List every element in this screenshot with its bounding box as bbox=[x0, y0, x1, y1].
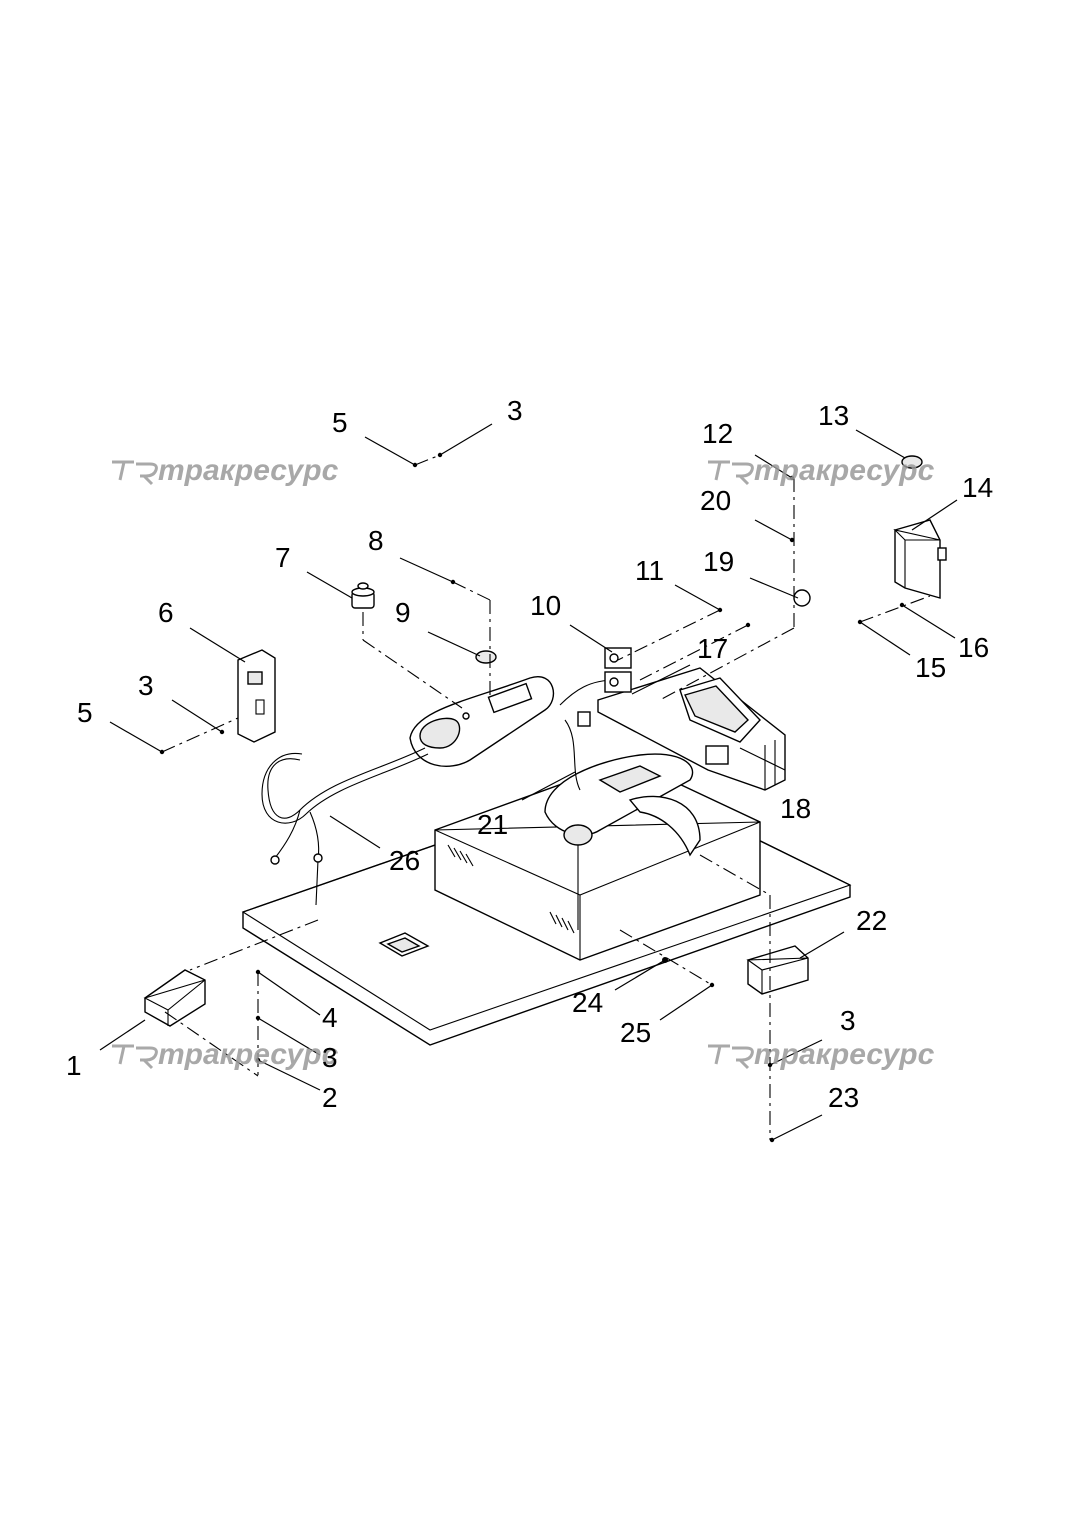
callout-4: 4 bbox=[322, 1002, 338, 1033]
callout-19: 19 bbox=[703, 546, 734, 577]
jr-logo-icon bbox=[708, 1044, 754, 1070]
callout-5: 5 bbox=[332, 407, 348, 438]
callout-21: 21 bbox=[477, 809, 508, 840]
callout-12: 12 bbox=[702, 418, 733, 449]
controller-bracket bbox=[597, 667, 786, 791]
callout-3: 3 bbox=[507, 395, 523, 426]
callout-8: 8 bbox=[368, 525, 384, 556]
cap-13 bbox=[901, 455, 923, 469]
callout-23: 23 bbox=[828, 1082, 859, 1113]
cap-9 bbox=[475, 650, 497, 664]
callout-18: 18 bbox=[780, 793, 811, 824]
switch-7 bbox=[351, 582, 375, 609]
callout-10: 10 bbox=[530, 590, 561, 621]
relay-bank-10 bbox=[604, 647, 632, 693]
callout-7: 7 bbox=[275, 542, 291, 573]
callout-5: 5 bbox=[77, 697, 93, 728]
callout-3: 3 bbox=[138, 670, 154, 701]
watermark-text: тракресурс bbox=[158, 454, 339, 487]
callout-6: 6 bbox=[158, 597, 174, 628]
callout-9: 9 bbox=[395, 597, 411, 628]
watermark-top-left: тракресурс bbox=[112, 454, 339, 487]
callout-11: 11 bbox=[635, 555, 664, 586]
jr-logo-icon bbox=[708, 460, 754, 486]
callout-20: 20 bbox=[700, 485, 731, 516]
wiring-harness-26 bbox=[261, 679, 616, 906]
callout-1: 1 bbox=[66, 1050, 82, 1081]
watermark-text: тракресурс bbox=[754, 454, 935, 487]
callout-2: 2 bbox=[322, 1082, 338, 1113]
display-panel-6 bbox=[237, 649, 276, 743]
module-box-14 bbox=[893, 519, 947, 599]
callout-17: 17 bbox=[697, 633, 728, 664]
callout-25: 25 bbox=[620, 1017, 651, 1048]
callout-26: 26 bbox=[389, 845, 420, 876]
box-22 bbox=[746, 945, 809, 995]
callout-15: 15 bbox=[915, 652, 946, 683]
callout-13: 13 bbox=[818, 400, 849, 431]
callout-22: 22 bbox=[856, 905, 887, 936]
jr-logo-icon bbox=[112, 460, 158, 486]
armrest-control bbox=[409, 675, 555, 767]
foot-pedal-1 bbox=[143, 969, 206, 1027]
buzzer-19 bbox=[793, 589, 811, 607]
watermark-text: тракресурс bbox=[754, 1038, 935, 1071]
watermark-bottom-right: тракресурс bbox=[708, 1038, 935, 1071]
watermark-top-right: тракресурс bbox=[708, 454, 935, 487]
leader-lines bbox=[99, 423, 958, 1141]
callout-14: 14 bbox=[962, 472, 993, 503]
callout-3: 3 bbox=[840, 1005, 856, 1036]
jr-logo-icon bbox=[112, 1044, 158, 1070]
watermark-text: тракресурс bbox=[158, 1038, 339, 1071]
callout-24: 24 bbox=[572, 987, 603, 1018]
callout-labels: 5 3 6 3 5 7 8 9 10 11 12 13 14 20 19 16 … bbox=[66, 395, 993, 1113]
control-handle-21 bbox=[544, 753, 701, 930]
callout-16: 16 bbox=[958, 632, 989, 663]
watermark-bottom-left: тракресурс bbox=[112, 1038, 339, 1071]
callout-3: 3 bbox=[322, 1042, 338, 1073]
